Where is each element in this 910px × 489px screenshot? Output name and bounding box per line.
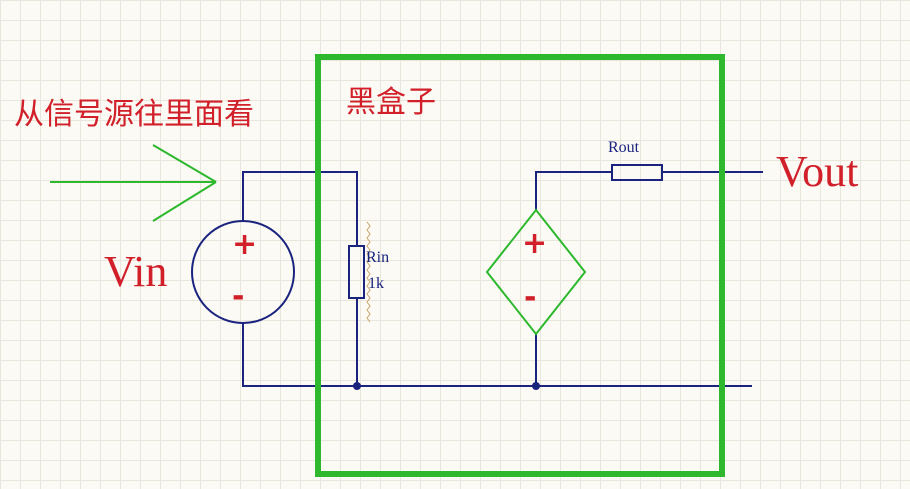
rout-name-label: Rout <box>608 139 640 156</box>
dependent-plus-sign: + <box>522 226 548 261</box>
viewing-direction-arrow <box>50 144 217 222</box>
rin-bracket-zigzag <box>366 221 371 323</box>
rin-name-label: Rin <box>366 249 390 266</box>
top-input-wire <box>242 171 358 246</box>
black-box-border <box>315 54 725 477</box>
ground-wire-left <box>242 323 752 387</box>
input-voltage-source <box>191 220 295 324</box>
rin-value-label: 1k <box>368 275 384 292</box>
junction-dot-dep <box>532 382 540 390</box>
source-minus-sign: - <box>232 279 245 314</box>
source-view-label: 从信号源往里面看 <box>14 97 254 132</box>
black-box-label: 黑盒子 <box>346 85 436 120</box>
dependent-minus-sign: - <box>524 280 537 315</box>
wires <box>242 171 763 387</box>
vin-label: Vin <box>104 247 168 296</box>
source-plus-sign: + <box>232 227 258 262</box>
output-wire-top <box>535 171 612 210</box>
junction-dot-rin <box>353 382 361 390</box>
vout-label: Vout <box>776 147 859 196</box>
rin-resistor <box>348 245 365 299</box>
rout-resistor <box>611 164 663 181</box>
dependent-voltage-source <box>485 208 587 336</box>
